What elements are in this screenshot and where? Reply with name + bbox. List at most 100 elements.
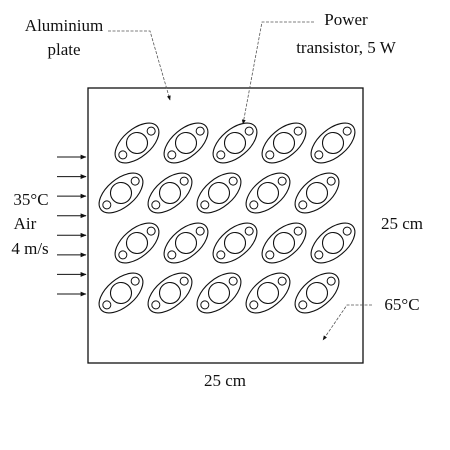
power-transistor <box>245 172 291 214</box>
mounting-hole <box>298 300 308 310</box>
transistor-outline <box>114 222 160 264</box>
plate-label-line2: plate <box>47 40 80 59</box>
mounting-hole <box>200 300 210 310</box>
temperature-leader-line <box>322 304 372 341</box>
transistor-body <box>174 131 198 155</box>
mounting-hole <box>249 300 259 310</box>
mounting-hole <box>265 150 275 160</box>
mounting-hole <box>151 200 161 210</box>
transistor-body <box>223 131 247 155</box>
mounting-hole <box>130 276 140 286</box>
mounting-hole <box>326 176 336 186</box>
air-label: Air <box>14 214 37 233</box>
transistor-outline <box>245 172 291 214</box>
mounting-hole <box>167 150 177 160</box>
mounting-hole <box>179 276 189 286</box>
air-temperature-label: 35°C <box>13 190 48 209</box>
mounting-hole <box>244 226 254 236</box>
mounting-hole <box>102 300 112 310</box>
transistor-body <box>158 281 182 305</box>
transistor-outline <box>114 122 160 164</box>
transistor-body <box>109 181 133 205</box>
transistor-outline <box>196 272 242 314</box>
airflow-arrows <box>57 154 87 297</box>
mounting-hole <box>195 126 205 136</box>
mounting-hole <box>151 300 161 310</box>
transistor-body <box>272 231 296 255</box>
mounting-hole <box>314 250 324 260</box>
power-transistor <box>196 272 242 314</box>
mounting-hole <box>265 250 275 260</box>
power-transistor <box>147 172 193 214</box>
power-transistor <box>294 172 340 214</box>
transistor-outline <box>294 272 340 314</box>
power-transistor <box>98 172 144 214</box>
mounting-hole <box>277 176 287 186</box>
transistor-body <box>256 281 280 305</box>
mounting-hole <box>277 276 287 286</box>
plate-temperature-label: 65°C <box>384 295 419 314</box>
transistor-outline <box>212 222 258 264</box>
aluminium-plate <box>87 87 364 364</box>
plate-leader-line <box>108 30 171 101</box>
power-transistor <box>163 122 209 164</box>
power-transistor <box>114 122 160 164</box>
transistor-label-line2: transistor, 5 W <box>296 38 397 57</box>
mounting-hole <box>342 226 352 236</box>
air-speed-label: 4 m/s <box>11 239 48 258</box>
mounting-hole <box>179 176 189 186</box>
mounting-hole <box>146 226 156 236</box>
height-dimension-label: 25 cm <box>381 214 423 233</box>
power-transistor <box>310 122 356 164</box>
transistor-body <box>207 181 231 205</box>
transistor-body <box>125 231 149 255</box>
power-transistor <box>261 122 307 164</box>
power-transistor <box>147 272 193 314</box>
mounting-hole <box>118 150 128 160</box>
mounting-hole <box>130 176 140 186</box>
mounting-hole <box>216 250 226 260</box>
transistor-outline <box>163 122 209 164</box>
transistor-body <box>272 131 296 155</box>
power-transistor <box>245 272 291 314</box>
power-transistor <box>294 272 340 314</box>
transistor-body <box>207 281 231 305</box>
transistor-body <box>174 231 198 255</box>
transistor-outline <box>310 222 356 264</box>
power-transistor <box>98 272 144 314</box>
mounting-hole <box>102 200 112 210</box>
transistor-outline <box>261 222 307 264</box>
mounting-hole <box>200 200 210 210</box>
transistor-body <box>223 231 247 255</box>
mounting-hole <box>228 176 238 186</box>
power-transistor <box>310 222 356 264</box>
transistor-body <box>158 181 182 205</box>
transistor-outline <box>261 122 307 164</box>
mounting-hole <box>326 276 336 286</box>
transistor-body <box>305 281 329 305</box>
transistor-body <box>256 181 280 205</box>
transistor-outline <box>310 122 356 164</box>
mounting-hole <box>342 126 352 136</box>
transistor-outline <box>98 272 144 314</box>
width-dimension-label: 25 cm <box>204 371 246 390</box>
mounting-hole <box>228 276 238 286</box>
plate-label-line1: Aluminium <box>25 16 103 35</box>
mounting-hole <box>244 126 254 136</box>
transistor-leader-line <box>241 21 314 125</box>
mounting-hole <box>195 226 205 236</box>
transistor-outline <box>212 122 258 164</box>
mounting-hole <box>293 126 303 136</box>
power-transistor <box>261 222 307 264</box>
transistor-outline <box>147 172 193 214</box>
power-transistor <box>163 222 209 264</box>
transistor-outline <box>294 172 340 214</box>
transistor-outline <box>196 172 242 214</box>
power-transistor <box>212 122 258 164</box>
mounting-hole <box>298 200 308 210</box>
mounting-hole <box>167 250 177 260</box>
mounting-hole <box>118 250 128 260</box>
transistor-outline <box>98 172 144 214</box>
